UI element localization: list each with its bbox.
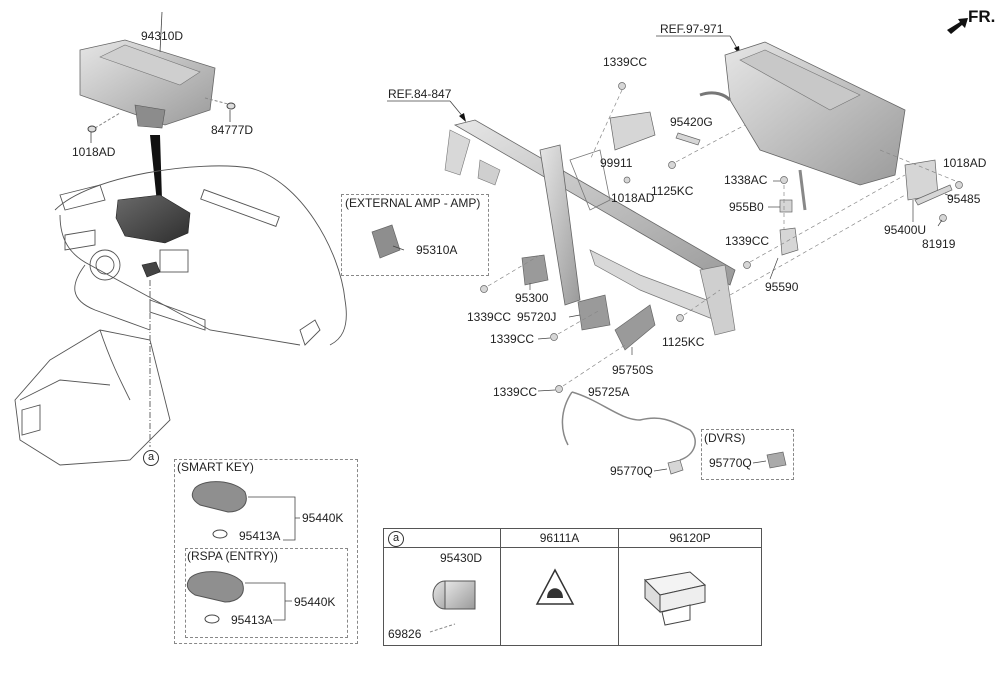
bracket-95420G	[675, 132, 701, 146]
nut-icon	[550, 333, 558, 341]
part-label-95420g[interactable]: 95420G	[670, 115, 713, 129]
table-header-96111a[interactable]: 96111A	[500, 528, 619, 548]
table-header-callout: a	[383, 528, 501, 548]
bracket-99911	[609, 111, 656, 151]
part-label-99911[interactable]: 99911	[600, 156, 633, 170]
front-direction-label: FR.	[968, 7, 996, 26]
bolt-icon	[939, 214, 947, 222]
part-label-95400u[interactable]: 95400U	[884, 223, 927, 237]
installed-head-unit-highlight	[115, 194, 191, 278]
part-label-84777d[interactable]: 84777D	[211, 123, 254, 137]
nut-icon	[480, 285, 488, 293]
part-label-95310a[interactable]: 95310A	[416, 243, 458, 257]
screw-icon	[204, 97, 236, 122]
assembly-guide-lines	[487, 89, 959, 387]
part-label-95440k[interactable]: 95440K	[302, 511, 344, 525]
reference-arrow-icon	[387, 100, 466, 122]
part-label-95770q-dvrs[interactable]: 95770Q	[709, 456, 752, 470]
amp-95310A	[371, 224, 401, 259]
rspa-key-illustration	[186, 571, 292, 624]
smart-key-group-title: (SMART KEY)	[177, 460, 254, 474]
part-label-95430d[interactable]: 95430D	[440, 551, 483, 565]
reference-arrow-icon	[656, 35, 740, 55]
screw-icon	[87, 112, 121, 143]
wiring-harness-95725a	[561, 391, 696, 461]
external-amp-group-box	[341, 194, 489, 276]
part-label-95413a[interactable]: 95413A	[231, 613, 273, 627]
ref-label-84-847[interactable]: REF.84-847	[388, 87, 452, 101]
part-label-95725a[interactable]: 95725A	[588, 385, 630, 399]
bolt-icon	[668, 161, 676, 169]
part-label-95485[interactable]: 95485	[947, 192, 981, 206]
dvrs-unit-95770Q	[766, 451, 787, 469]
dashboard-illustration	[14, 165, 347, 466]
cowl-cross-bar-illustration	[444, 119, 736, 336]
part-label-95413a[interactable]: 95413A	[239, 529, 281, 543]
part-label-95720j[interactable]: 95720J	[517, 310, 557, 324]
smart-key-illustration	[191, 481, 300, 541]
smart-key-group-box	[174, 459, 358, 644]
callout-a-parts-table: a 96111A 96120P 95430D 69826	[383, 528, 762, 646]
part-label-95440k[interactable]: 95440K	[294, 595, 336, 609]
connector-95770Q	[667, 459, 684, 475]
module-95750S	[614, 304, 656, 351]
part-label-95590[interactable]: 95590	[765, 280, 799, 294]
part-label-1125kc[interactable]: 1125KC	[651, 184, 694, 198]
part-label-1125kc[interactable]: 1125KC	[662, 335, 705, 349]
part-label-1339cc[interactable]: 1339CC	[725, 234, 770, 248]
module-95300	[521, 254, 549, 286]
ref-label-97-971[interactable]: REF.97-971	[660, 22, 724, 36]
part-label-1339cc[interactable]: 1339CC	[493, 385, 538, 399]
av-head-unit-94310d[interactable]	[79, 11, 216, 129]
nut-icon	[555, 385, 563, 393]
nut-icon	[780, 176, 788, 184]
part-label-95300[interactable]: 95300	[515, 291, 549, 305]
part-label-1339cc[interactable]: 1339CC	[467, 310, 512, 324]
module-95720J	[577, 294, 611, 331]
callout-marker-a: a	[388, 530, 404, 547]
bolt-icon	[955, 181, 963, 189]
table-header-96120p[interactable]: 96120P	[618, 528, 762, 548]
part-label-1018ad[interactable]: 1018AD	[72, 145, 116, 159]
rspa-entry-group-title: (RSPA (ENTRY))	[187, 549, 278, 563]
nut-icon	[743, 261, 751, 269]
nut-icon	[618, 82, 626, 90]
part-label-94310d[interactable]: 94310D	[141, 29, 184, 43]
rspa-entry-group-box	[185, 548, 348, 638]
dvrs-group-box	[701, 429, 794, 480]
part-label-81919[interactable]: 81919	[922, 237, 956, 251]
dvrs-group-title: (DVRS)	[704, 431, 746, 445]
callout-marker-a[interactable]: a	[143, 450, 159, 466]
external-amp-group-title: (EXTERNAL AMP - AMP)	[345, 196, 481, 210]
bolt-icon	[623, 176, 631, 184]
part-label-1339cc[interactable]: 1339CC	[603, 55, 648, 69]
part-label-955b0[interactable]: 955B0	[729, 200, 764, 214]
hvac-unit-illustration	[699, 41, 906, 211]
installation-leader	[150, 135, 162, 203]
table-cell-warning-label	[500, 547, 619, 646]
bolt-icon	[676, 314, 684, 322]
part-label-69826[interactable]: 69826	[388, 627, 422, 641]
front-direction-arrow-icon	[947, 18, 968, 34]
part-label-1339cc[interactable]: 1339CC	[490, 332, 535, 346]
table-cell-module	[618, 547, 762, 646]
part-label-1018ad[interactable]: 1018AD	[611, 191, 655, 205]
part-label-95770q[interactable]: 95770Q	[610, 464, 653, 478]
table-cell-speaker: 95430D 69826	[383, 547, 501, 646]
bracket-95485	[914, 184, 953, 206]
sensor-955B0	[779, 199, 793, 213]
module-95590	[779, 227, 799, 256]
part-label-1338ac[interactable]: 1338AC	[724, 173, 768, 187]
label-leader-lines	[392, 180, 954, 472]
part-label-95750s[interactable]: 95750S	[612, 363, 654, 377]
part-label-1018ad[interactable]: 1018AD	[943, 156, 987, 170]
